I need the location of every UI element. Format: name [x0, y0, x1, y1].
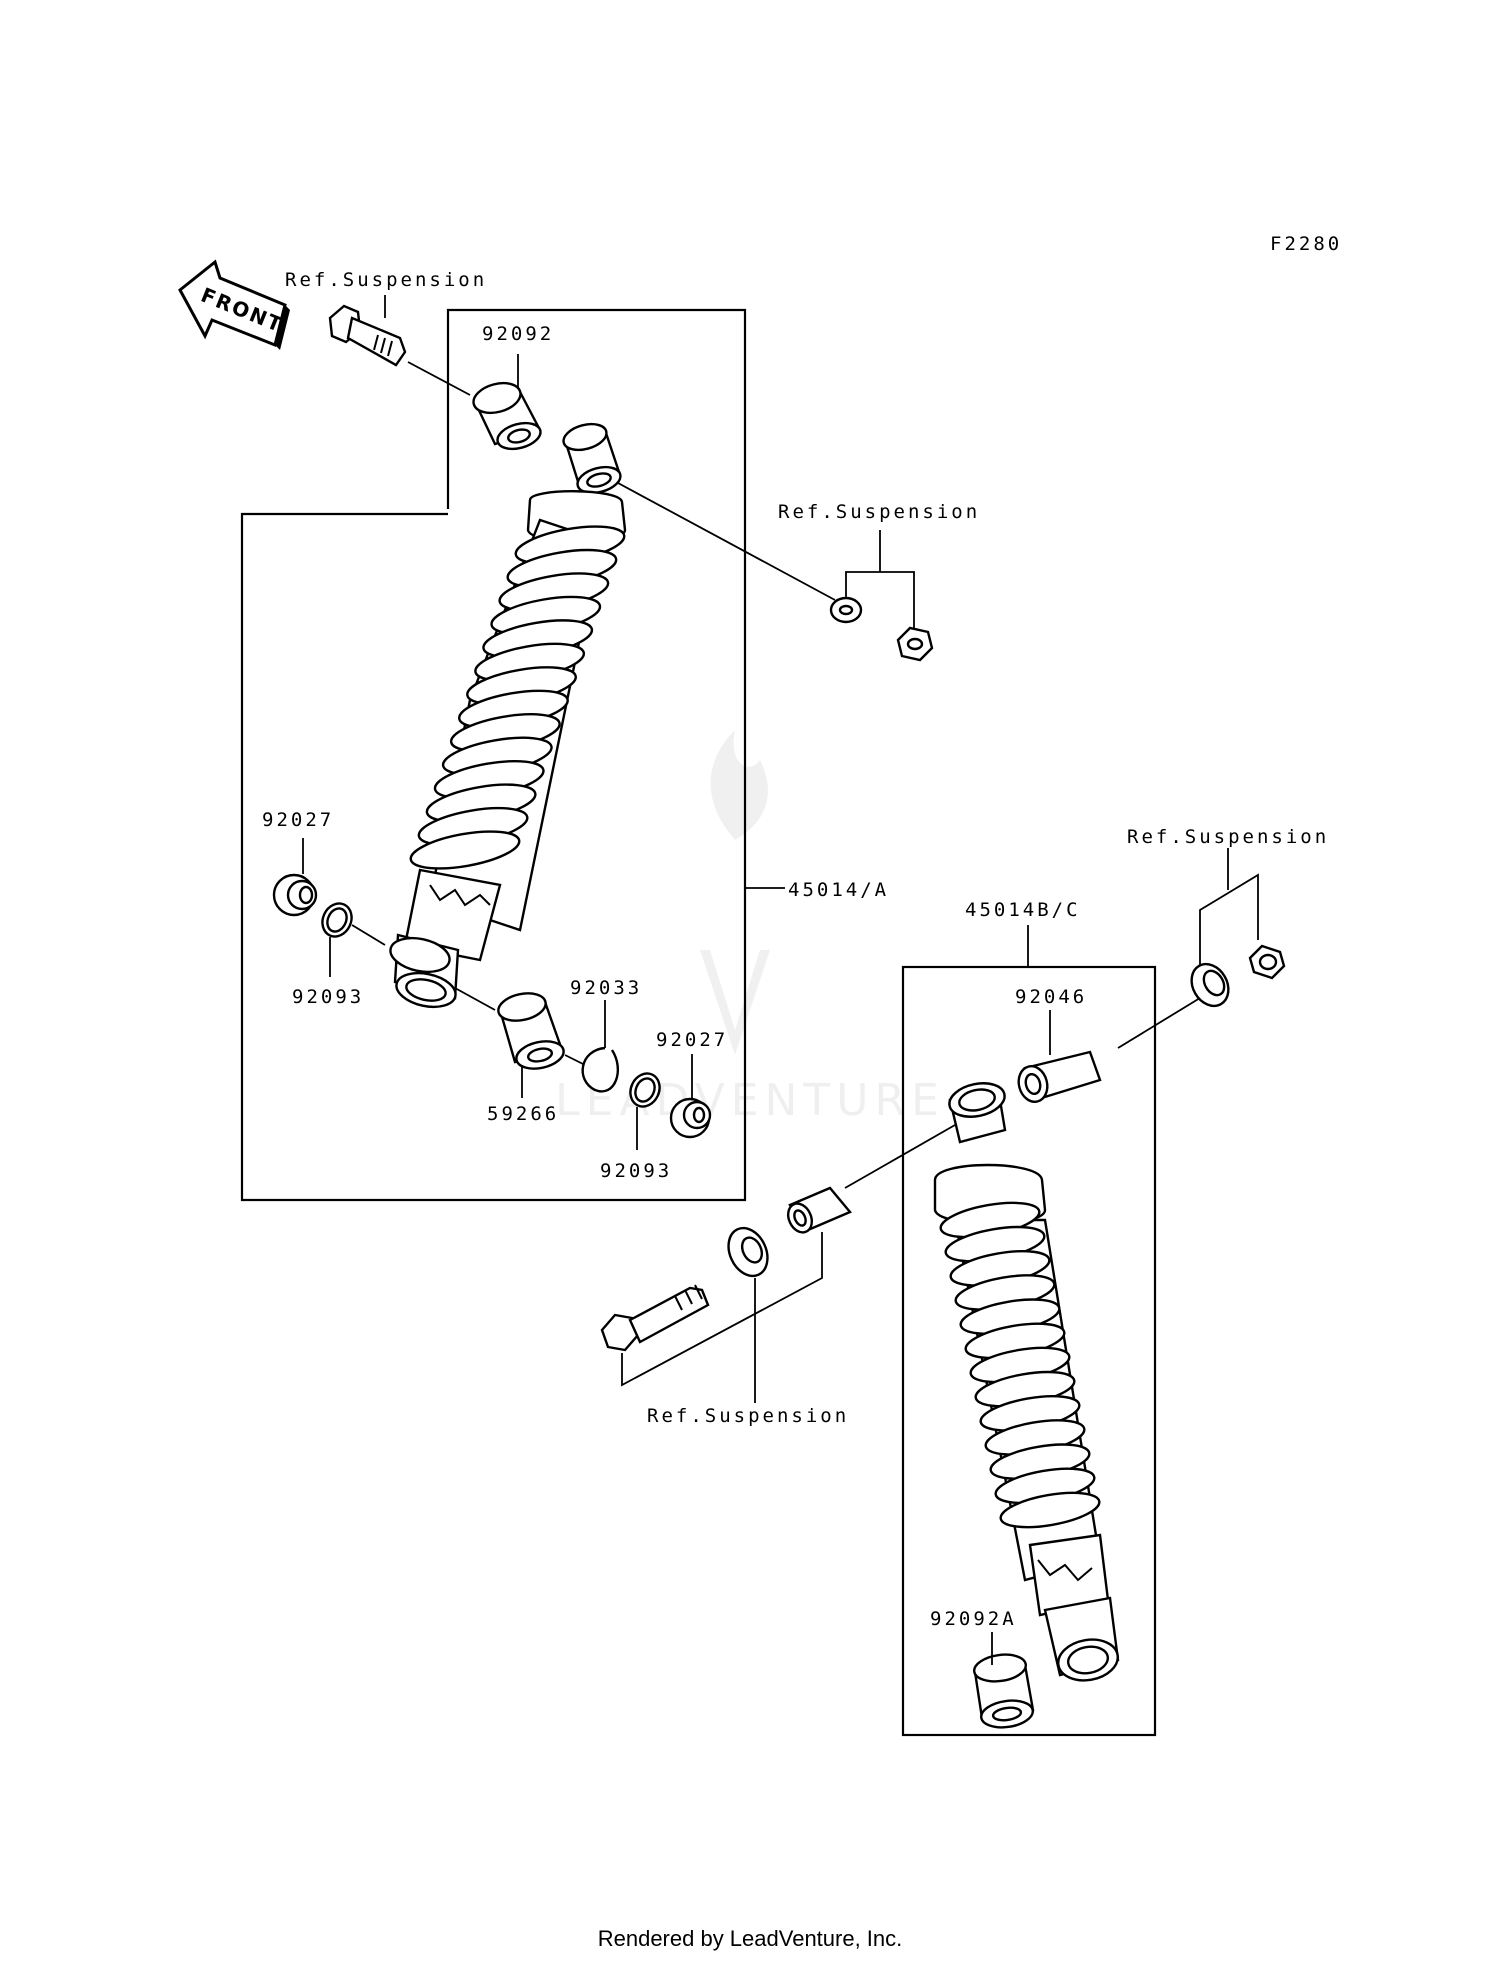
circlip-92033	[581, 1046, 620, 1093]
ring-92093-left	[321, 902, 353, 938]
label-92033: 92033	[570, 977, 642, 999]
figure-code: F2280	[1270, 233, 1342, 255]
label-59266: 59266	[487, 1103, 559, 1125]
rubber-92027-left	[272, 873, 318, 917]
spring-coil	[409, 830, 521, 870]
bush-59266	[497, 992, 565, 1070]
nut-ref-right	[1248, 944, 1286, 980]
label-45014bc: 45014B/C	[965, 899, 1081, 921]
spring-coil	[999, 1491, 1101, 1529]
washer-ref-right	[1190, 962, 1230, 1008]
shock-absorber-right	[933, 1082, 1120, 1682]
collar-ref-bottom	[786, 1186, 852, 1234]
label-92027-right: 92027	[656, 1029, 728, 1051]
label-92092a: 92092A	[930, 1608, 1017, 1630]
label-92092: 92092	[482, 323, 554, 345]
label-ref-suspension-bottom: Ref.Suspension	[647, 1405, 849, 1427]
bush-92092a	[972, 1653, 1035, 1729]
leadventure-watermark: LEADVENTURE	[555, 730, 945, 1126]
group-box-45014bc	[901, 965, 1157, 1737]
mounting-bolt-bottom	[600, 1284, 710, 1352]
label-ref-suspension-right: Ref.Suspension	[1127, 826, 1329, 848]
label-92046: 92046	[1015, 986, 1087, 1008]
nut-ref-top	[896, 626, 934, 662]
ring-92093-right	[629, 1072, 661, 1108]
washer-ref-top	[829, 596, 863, 624]
label-92027-left: 92027	[262, 809, 334, 831]
collar-92046	[1017, 1050, 1102, 1103]
label-92093-left: 92093	[292, 986, 364, 1008]
footer-credit: Rendered by LeadVenture, Inc.	[597, 1926, 903, 1951]
rubber-92027-right	[669, 1097, 712, 1139]
front-arrow-icon: FRONT	[178, 259, 290, 350]
mounting-bolt-top	[328, 304, 471, 396]
bush-92092	[472, 354, 542, 451]
shock-absorber-left	[389, 422, 627, 1009]
washer-ref-bottom	[727, 1226, 769, 1278]
label-92093-right: 92093	[600, 1160, 672, 1182]
watermark-text: LEADVENTURE	[555, 1075, 945, 1126]
label-ref-suspension-top: Ref.Suspension	[285, 269, 487, 291]
label-45014a: 45014/A	[788, 879, 889, 901]
group-box-45014a	[240, 308, 747, 1202]
label-ref-suspension-mid: Ref.Suspension	[778, 501, 980, 523]
